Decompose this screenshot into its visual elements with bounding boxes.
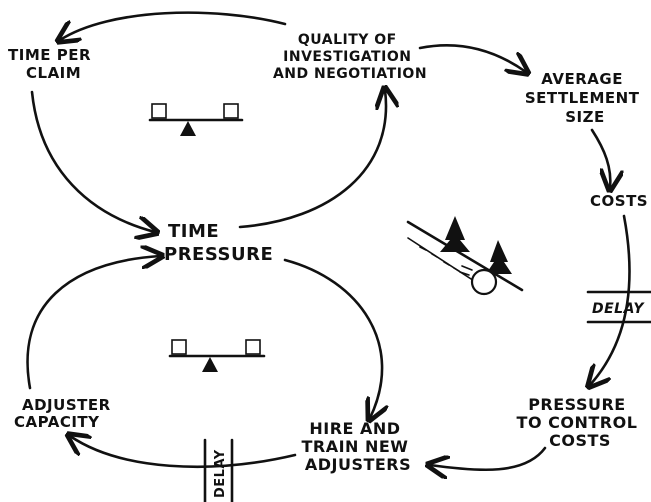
svg-text:DELAY: DELAY (213, 449, 228, 498)
node-time-pressure: TIME PRESSURE (164, 221, 273, 265)
node-adjuster-capacity: ADJUSTER CAPACITY (14, 396, 116, 431)
arrow-pressure-control-to-hire (430, 446, 547, 470)
node-time-per-claim: TIME PER CLAIM (8, 46, 97, 82)
delay-marker-bottom: DELAY (203, 438, 234, 502)
node-hire-and-train: HIRE AND TRAIN NEW ADJUSTERS (301, 419, 414, 474)
node-quality: QUALITY OF INVESTIGATION AND NEGOTIATION (273, 32, 427, 82)
balance-seesaw-icon (148, 103, 244, 136)
arrow-adjuster-capacity-to-time-pressure (26, 256, 160, 390)
arrow-quality-to-time-per-claim (60, 11, 287, 40)
arrow-hire-to-adjuster-capacity (70, 436, 297, 469)
svg-text:DELAY: DELAY (592, 301, 645, 317)
node-costs: COSTS (590, 192, 648, 210)
arrow-time-pressure-to-quality (238, 90, 386, 229)
arrow-time-per-claim-to-time-pressure (30, 90, 155, 232)
balance-seesaw-icon (168, 339, 266, 372)
node-pressure-to-control-costs: PRESSURE TO CONTROL COSTS (517, 395, 644, 450)
arrow-time-pressure-to-hire (283, 258, 382, 418)
arrow-avg-settlement-to-costs (590, 128, 610, 188)
arrow-costs-to-pressure-control (590, 214, 631, 385)
delay-marker-right: DELAY (586, 290, 651, 324)
node-average-settlement-size: AVERAGE SETTLEMENT SIZE (525, 70, 645, 126)
snowball-hill-icon (406, 216, 524, 296)
arrow-quality-to-avg-settlement (418, 44, 526, 72)
